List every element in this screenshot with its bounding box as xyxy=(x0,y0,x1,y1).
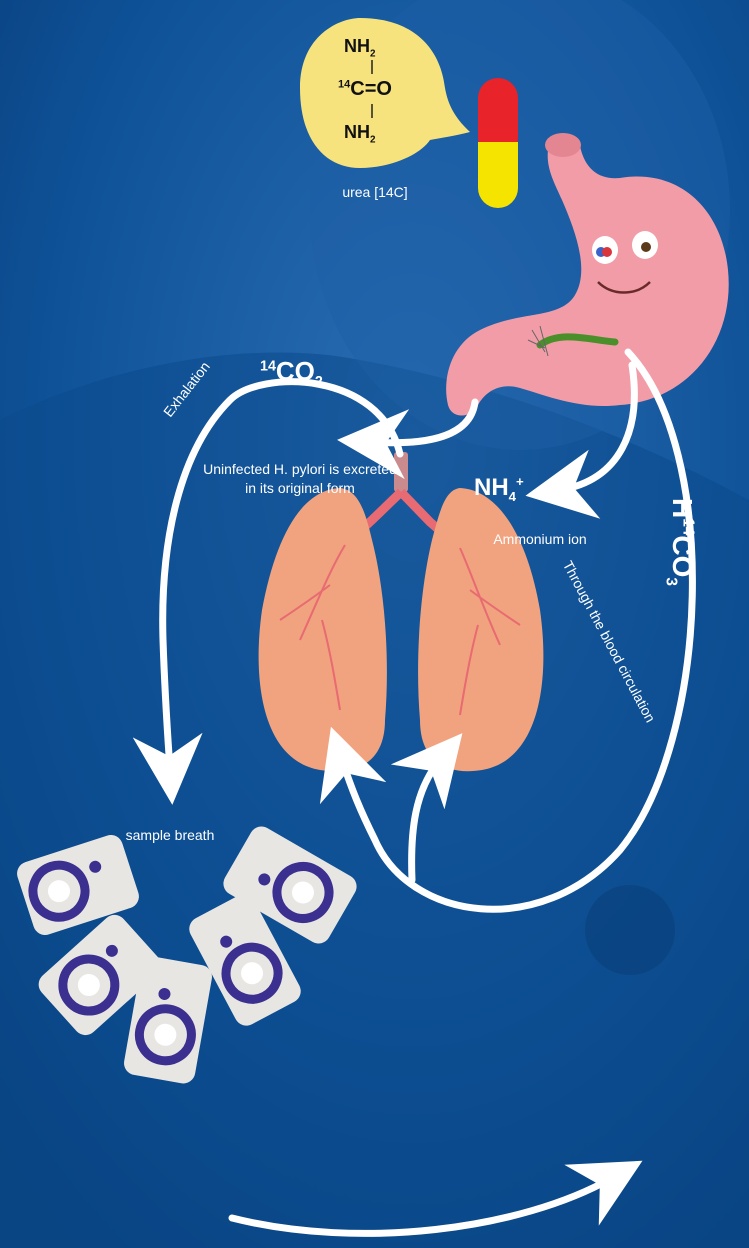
sample-breath-label: sample breath xyxy=(105,826,235,845)
bicarbonate-formula: H14CO3 xyxy=(661,498,698,586)
capsule-bottom xyxy=(478,142,518,208)
ammonium-formula: NH4+ xyxy=(474,474,524,504)
uninfected-caption: Uninfected H. pylori is excreted in its … xyxy=(160,460,440,498)
urea-line-3: NH2 xyxy=(344,122,376,146)
urea-line-2: 14C=O xyxy=(338,78,392,101)
uninfected-caption-line-1: Uninfected H. pylori is excreted xyxy=(160,460,440,479)
stethoscope-silhouette xyxy=(585,885,675,975)
uninfected-caption-line-2: in its original form xyxy=(160,479,440,498)
ammonium-label: Ammonium ion xyxy=(470,530,610,549)
urea-caption: urea [14C] xyxy=(320,183,430,202)
co2-formula: 14CO2 xyxy=(260,356,323,390)
urea-line-1: NH2 xyxy=(344,36,376,60)
